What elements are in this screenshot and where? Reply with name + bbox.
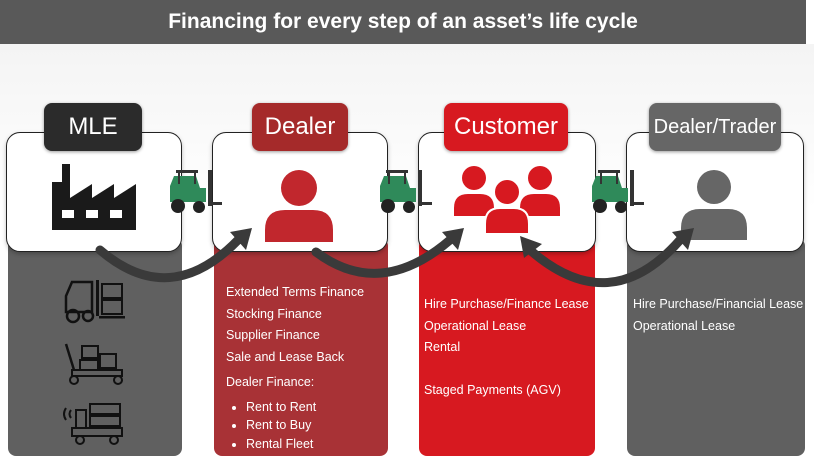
list-item: Operational Lease [633, 318, 736, 333]
stage-label-customer-text: Customer [453, 113, 559, 140]
dealer-sub-list: Rent to Rent Rent to Buy Rental Fleet [226, 398, 364, 454]
people-group-icon [452, 164, 562, 234]
customer-finance-list: Hire Purchase/Finance Lease Operational … [424, 294, 589, 402]
list-item: Hire Purchase/Financial Lease [633, 297, 804, 311]
stage-label-mle: MLE [44, 103, 142, 151]
list-item: Supplier Finance [226, 328, 320, 342]
stage-label-dealer-text: Dealer [264, 113, 336, 140]
list-item: Extended Terms Finance [226, 285, 365, 299]
forklift-icon [588, 168, 644, 214]
list-item: Staged Payments (AGV) [424, 383, 561, 397]
list-item: Sale and Lease Back [226, 349, 345, 364]
forklift-icon [166, 168, 222, 214]
trader-panel [627, 238, 805, 456]
dealer-finance-list: Extended Terms Finance Stocking Finance … [226, 282, 364, 453]
person-icon [681, 170, 747, 240]
forklift-icon [376, 168, 432, 214]
stage-label-mle-text: MLE [68, 113, 118, 140]
forklift-outline-icon [62, 278, 128, 324]
stage-label-trader-text: Dealer/Trader [653, 115, 777, 138]
stage-label-customer: Customer [444, 103, 568, 151]
list-item: Stocking Finance [226, 306, 322, 321]
mle-card [6, 132, 182, 252]
list-item: Rent to Buy [246, 416, 364, 435]
stage-label-trader: Dealer/Trader [649, 103, 781, 151]
list-item: Rent to Rent [246, 398, 364, 417]
automated-vehicle-icon [62, 400, 128, 446]
stage-label-dealer: Dealer [252, 103, 348, 151]
pallet-truck-icon [64, 340, 126, 386]
sub-heading: Dealer Finance: [226, 375, 315, 389]
page-title: Financing for every step of an asset’s l… [168, 10, 638, 33]
list-spacer [424, 359, 589, 381]
person-icon [265, 170, 333, 242]
list-item: Rental [424, 340, 461, 354]
title-banner: Financing for every step of an asset’s l… [0, 0, 806, 44]
factory-icon [52, 164, 136, 230]
list-item: Rental Fleet [246, 435, 364, 454]
list-item: Hire Purchase/Finance Lease [424, 297, 589, 311]
trader-finance-list: Hire Purchase/Financial Lease Operationa… [633, 294, 803, 337]
list-item: Operational Lease [424, 318, 527, 333]
